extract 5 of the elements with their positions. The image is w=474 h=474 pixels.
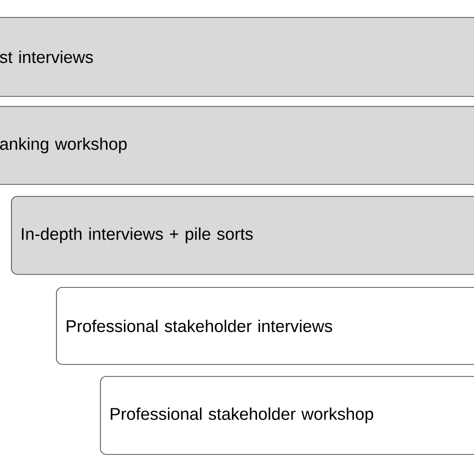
step-box: In-depth interviews + pile sorts [11,196,474,275]
step-box: Professional stakeholder interviews [56,287,474,365]
step-box: anking workshop [0,106,474,185]
step-box: st interviews [0,17,474,97]
step-box: Professional stakeholder workshop [100,376,474,455]
